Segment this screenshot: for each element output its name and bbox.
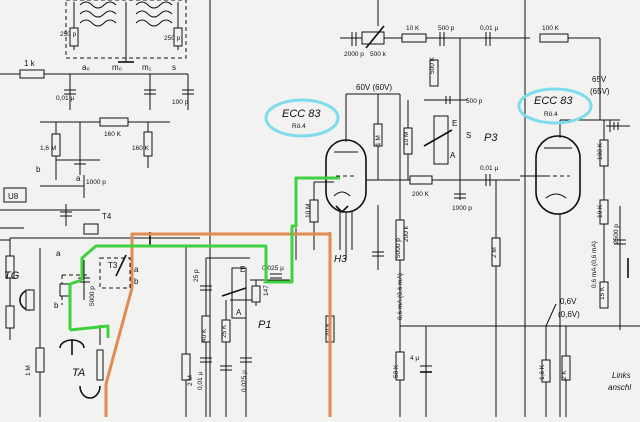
cathode-right-current: 0,6 mA (0,6 mA)	[591, 241, 598, 288]
cap-0025u-a-label: 0,025 µ	[262, 265, 284, 272]
res-100k-right-label: 100 K	[597, 142, 604, 160]
tone-network	[340, 0, 601, 417]
res-1k-label: 1 k	[24, 59, 36, 68]
tube-label-ring-left	[264, 98, 340, 138]
cathode-left-current: 0,6 mA (0,6 mA)	[397, 273, 404, 320]
label-e-p3: E	[452, 119, 457, 128]
transformer-block	[65, 0, 187, 63]
note-anschl: anschl	[608, 383, 631, 392]
res-200k-a-label: 200 K	[412, 191, 430, 198]
tube-right-network	[400, 120, 640, 417]
res-40k-a-label: 40 K	[201, 328, 208, 342]
tube-left	[325, 93, 400, 260]
res-2k-label: 2 K	[561, 370, 568, 380]
cap-25p-label: 25 p	[193, 269, 200, 282]
label-s1: s	[172, 63, 176, 72]
switch-area	[0, 223, 200, 417]
label-h3: H3	[334, 254, 347, 265]
res-1m-plate-label: 1 M	[375, 135, 382, 146]
cap-5000p-a-label: 5000 p	[89, 286, 96, 306]
res-200k-b-label: 200 k	[403, 225, 410, 242]
input-network	[0, 0, 211, 417]
cap-0025u-b-label: 0,025 µ	[241, 370, 248, 392]
res-10m-left-label: 10 M	[305, 204, 312, 218]
res-2m-b-label: 2 M	[491, 247, 498, 258]
res-16m-label: 1,6 M	[40, 145, 56, 152]
tube-left-type: ECC 83	[282, 108, 321, 120]
label-a-p1: A	[236, 308, 242, 317]
cap-2000p-label: 2000 p	[344, 51, 364, 58]
grid-right-voltage: 0,6V	[560, 297, 577, 306]
label-a0: a₀	[82, 63, 90, 72]
tube-left-network	[295, 94, 405, 417]
note-links: Links	[612, 371, 631, 380]
tube-label-ring-right	[517, 87, 593, 125]
label-ta: TA	[72, 367, 85, 379]
voltage-anode-right-paren: (65V)	[590, 87, 610, 96]
res-10k-label: 10 K	[406, 25, 420, 32]
label-a3: a	[134, 265, 139, 274]
res-500k-mid-label: 500 K	[429, 56, 436, 74]
res-1m-a-label: 1 M	[25, 365, 32, 376]
label-a1: a	[76, 174, 81, 183]
tube-right-type: ECC 83	[534, 95, 573, 107]
cap-250p-top-label-2: 250 p	[164, 35, 181, 42]
cap-001u-b-label: 0,01 µ	[197, 372, 204, 390]
res-10m-mid-label: 10 M	[403, 132, 410, 146]
tube-left-position: Rö.4	[292, 123, 306, 130]
res-10k-right-label: 10 K	[597, 204, 604, 218]
cap-250p-top-label: 250 p	[60, 31, 77, 38]
label-t3: T3	[108, 261, 118, 270]
label-t4: T4	[102, 212, 112, 221]
green-signal-path	[68, 176, 340, 338]
res-15k-label: 15 K	[599, 286, 606, 300]
cap-2500p-label: 2500 p	[613, 224, 620, 244]
cap-1000p-a-label: 1000 p	[86, 179, 106, 186]
label-b1: b	[36, 165, 41, 174]
label-p1: P1	[258, 319, 271, 331]
label-m0: m₀	[112, 63, 122, 72]
cap-100p-label: 100 p	[172, 99, 189, 106]
res-500p-top-label: 500 p	[438, 25, 455, 32]
label-m1: m₁	[142, 63, 152, 72]
p1-network	[181, 245, 290, 417]
cap-001u-mid-label: 0,01 µ	[480, 165, 498, 172]
cap-5000p-b-label: 5000 p	[395, 238, 402, 258]
orange-signal-path	[104, 232, 332, 417]
cap-500p-mid-label: 500 p	[466, 98, 483, 105]
res-160k-a-label: 160 K	[104, 131, 122, 138]
label-tg: TG	[4, 270, 20, 282]
res-2m-a-label: 2 M	[187, 375, 194, 386]
label-a-p3: A	[450, 151, 456, 160]
grid-right-voltage-paren: (0,6V)	[558, 310, 580, 319]
cap-001u-top-label: 0,01 µ	[480, 25, 498, 32]
res-100k-top-label: 100 K	[542, 25, 560, 32]
res-500k-top-label: 500 k	[370, 51, 387, 58]
label-b2: b	[54, 301, 59, 310]
cap-001u-a-label: 0,01 µ	[56, 95, 74, 102]
label-s-p3: S	[466, 131, 471, 140]
res-25k-label: 25 K	[221, 324, 228, 338]
tube-right-position: Rö.4	[544, 111, 558, 118]
cap-4u-label: 4 µ	[410, 355, 419, 362]
label-e-p1: E	[240, 265, 245, 274]
label-b3: b	[134, 277, 139, 286]
cap-1000p-b-label: 1000 p	[452, 205, 472, 212]
res-160k-b-label: 160 K	[132, 145, 150, 152]
label-p3: P3	[484, 132, 498, 144]
res-16k-label: 1,6 K	[539, 364, 546, 380]
voltage-anode-right: 65V	[592, 75, 607, 84]
res-147k-label: 147 k	[263, 279, 270, 296]
label-a2: a	[56, 249, 61, 258]
label-u8: U8	[8, 192, 19, 201]
voltage-anode-left: 60V (60V)	[356, 83, 392, 92]
res-50k-label: 50 K	[393, 364, 400, 378]
tube-right	[520, 119, 620, 417]
